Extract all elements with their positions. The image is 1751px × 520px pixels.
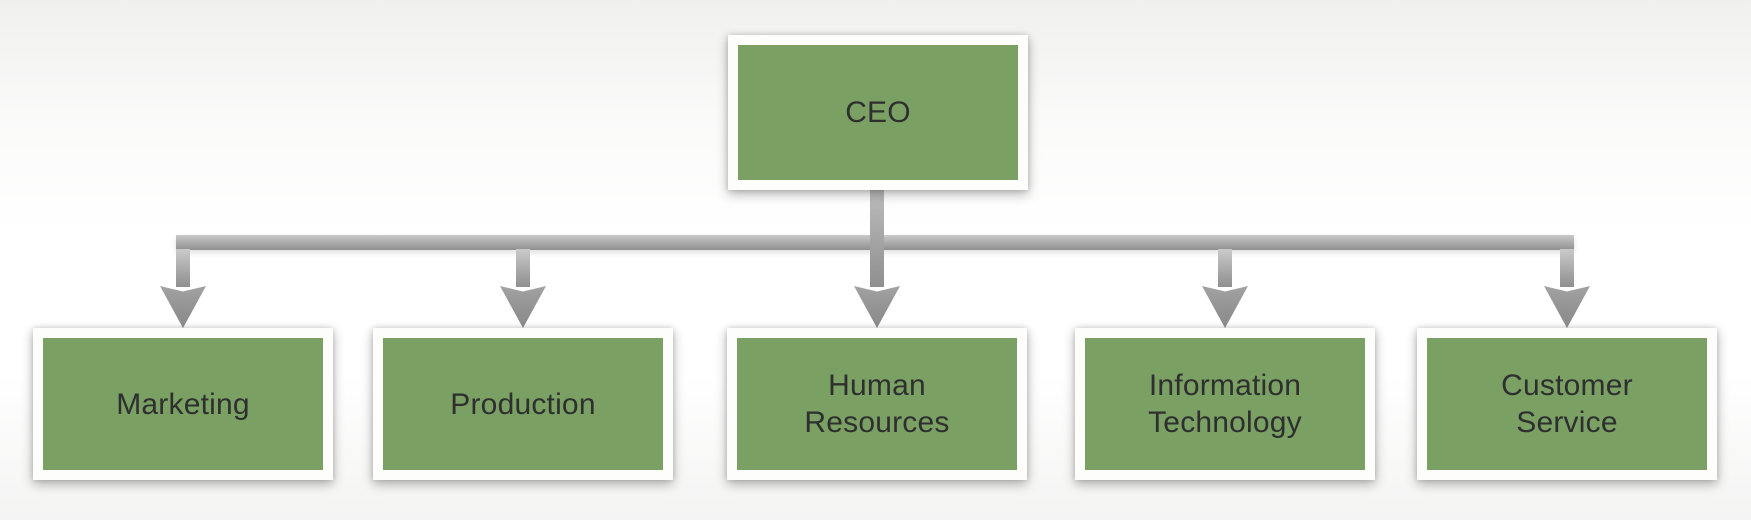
org-node-label: CEO: [845, 94, 911, 131]
org-node-ceo: CEO: [728, 35, 1028, 190]
org-node-information-technology: Information Technology: [1075, 328, 1375, 480]
connector-stem-ceo-to-human-resources: [870, 189, 884, 287]
org-node-label: Human Resources: [804, 367, 949, 441]
org-node-label-line: Technology: [1148, 406, 1302, 439]
connector-stem-production: [516, 249, 530, 287]
org-node-label-line: Resources: [804, 406, 950, 439]
org-node-label: Marketing: [116, 386, 250, 423]
down-arrow-icon: [1544, 286, 1590, 328]
connector-stem-information-technology: [1218, 249, 1232, 287]
org-node-label-line: Information: [1148, 369, 1302, 402]
org-node-label-line: Customer: [1501, 369, 1633, 402]
connector-stem-customer-service: [1560, 249, 1574, 287]
org-node-marketing: Marketing: [33, 328, 333, 480]
org-node-label-line: Human: [828, 369, 926, 402]
org-node-human-resources: Human Resources: [727, 328, 1027, 480]
down-arrow-icon: [160, 286, 206, 328]
org-node-label: Production: [450, 386, 595, 423]
org-node-label-line: Production: [450, 387, 596, 421]
org-node-label: Customer Service: [1501, 367, 1633, 441]
org-node-label-line: CEO: [845, 96, 911, 129]
org-node-production: Production: [373, 328, 673, 480]
org-node-label-line: Service: [1516, 406, 1618, 439]
down-arrow-icon: [854, 286, 900, 328]
org-node-customer-service: Customer Service: [1417, 328, 1717, 480]
down-arrow-icon: [1202, 286, 1248, 328]
connector-stem-marketing: [176, 249, 190, 287]
org-node-label-line: Marketing: [116, 387, 250, 421]
org-node-label: Information Technology: [1148, 367, 1302, 441]
down-arrow-icon: [500, 286, 546, 328]
